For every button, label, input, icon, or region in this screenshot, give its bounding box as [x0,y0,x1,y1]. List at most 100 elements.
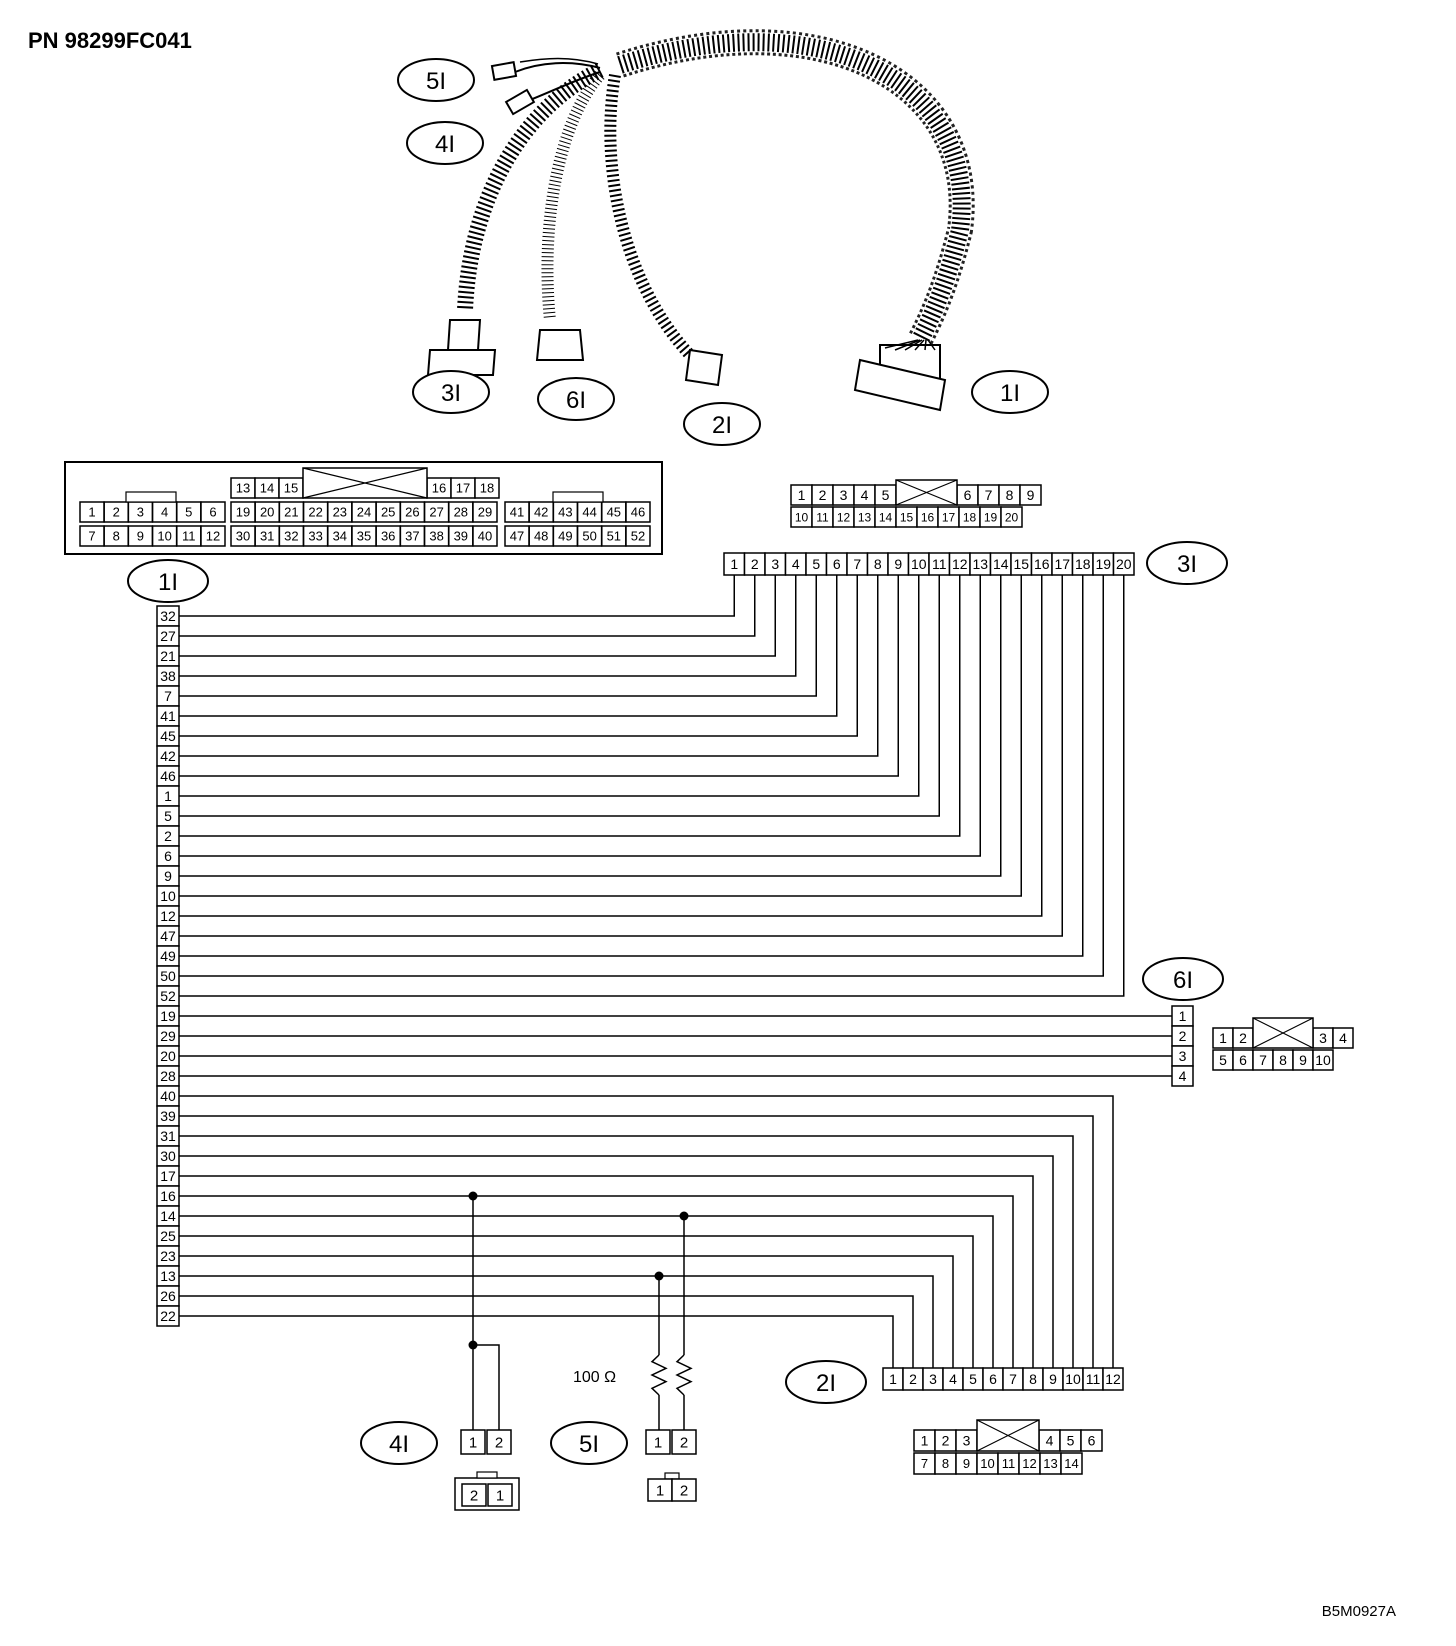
pin-1I-col-22: 22 [156,1305,180,1327]
pin-3I-face-20: 20 [1000,506,1023,528]
pin-1I-36: 36 [375,525,401,547]
pin-3I-4: 4 [784,552,807,576]
pin-1I-10: 10 [151,525,178,547]
svg-text:4: 4 [949,1371,957,1387]
pin-3I-face-10: 10 [790,506,813,528]
pin-1I-col-2: 2 [156,825,180,847]
pin-1I-5: 5 [176,501,202,523]
pin-3I-18: 18 [1071,552,1094,576]
wire-1I-42-3I-8 [179,575,879,757]
pin-3I-17: 17 [1051,552,1074,576]
svg-text:31: 31 [260,529,274,544]
pin-1I-col-31: 31 [156,1125,180,1147]
svg-text:6: 6 [164,848,172,864]
pin-1I-col-30: 30 [156,1145,180,1167]
pin-2I-face-9: 9 [955,1452,978,1475]
pin-1I-16: 16 [426,477,452,499]
svg-text:36: 36 [381,529,395,544]
svg-text:5I: 5I [426,68,446,95]
svg-text:3: 3 [840,487,848,503]
label-6I: 6I [1142,957,1224,1001]
pin-2I-10: 10 [1062,1367,1084,1391]
pin-1I-col-25: 25 [156,1225,180,1247]
svg-text:19: 19 [984,510,998,524]
pin-3I-face-19: 19 [979,506,1002,528]
resistor-value: 100 Ω [573,1369,616,1386]
svg-text:6: 6 [964,487,972,503]
pin-2I-6: 6 [982,1367,1004,1391]
wire-1I-14-2I-6 [179,1215,994,1368]
svg-text:47: 47 [160,928,176,944]
svg-text:3: 3 [929,1371,937,1387]
svg-text:17: 17 [160,1168,176,1184]
pin-1I-col-16: 16 [156,1185,180,1207]
svg-text:6I: 6I [1173,967,1193,994]
pin-1I-col-39: 39 [156,1105,180,1127]
pin-3I-14: 14 [989,552,1012,576]
pin-1I-3: 3 [127,501,154,523]
pin-1I-col-12: 12 [156,905,180,927]
svg-text:1: 1 [164,788,172,804]
callout-2I-photo: 2I [683,402,761,446]
svg-text:7: 7 [164,688,172,704]
svg-text:41: 41 [160,708,176,724]
svg-text:3: 3 [1179,1048,1187,1064]
svg-text:2: 2 [909,1371,917,1387]
pin-1I-26: 26 [399,501,426,523]
svg-text:17: 17 [942,510,956,524]
wire-1I-46-3I-9 [179,575,899,777]
pin-6I-face-1: 1 [1212,1027,1234,1049]
svg-text:11: 11 [1086,1371,1101,1387]
svg-text:12: 12 [1105,1371,1121,1387]
key-1I-top [302,467,428,499]
pin-1I-col-28: 28 [156,1065,180,1087]
pin-1I-col-46: 46 [156,765,180,787]
svg-text:50: 50 [160,968,176,984]
svg-text:42: 42 [534,505,548,520]
pin-1I-4: 4 [151,501,178,523]
pin-1I-51: 51 [601,525,627,547]
svg-text:1: 1 [654,1434,662,1451]
svg-text:22: 22 [308,505,322,520]
wire-1I-23-2I-4 [179,1255,954,1368]
svg-text:40: 40 [160,1088,176,1104]
pin-1I-col-5: 5 [156,805,180,827]
pin-3I-3: 3 [764,552,787,576]
svg-text:8: 8 [113,529,120,544]
pin-1I-9: 9 [127,525,154,547]
pin-1I-col-45: 45 [156,725,180,747]
pin-1I-32: 32 [278,525,305,547]
wire-1I-22-2I-1 [179,1315,894,1368]
svg-text:30: 30 [236,529,250,544]
pin-3I-face-7: 7 [977,484,1000,506]
key-2I [976,1419,1040,1452]
svg-text:9: 9 [1027,487,1035,503]
svg-text:32: 32 [160,608,176,624]
pin-1I-49: 49 [552,525,579,547]
svg-text:14: 14 [1064,1456,1078,1471]
wire-1I-16-4I-2 [473,1344,500,1430]
connector-1I-pin-column: 3227213874145424615269101247495052192920… [156,605,180,1327]
pin-1I-col-10: 10 [156,885,180,907]
wire-1I-17-2I-8 [179,1175,1034,1368]
svg-text:21: 21 [284,505,298,520]
pin-1I-col-50: 50 [156,965,180,987]
svg-text:28: 28 [160,1068,176,1084]
svg-text:14: 14 [879,510,893,524]
svg-text:14: 14 [993,556,1009,572]
svg-text:4: 4 [1179,1068,1187,1084]
harness-illustration [426,29,975,412]
pin-1I-40: 40 [472,525,498,547]
svg-text:8: 8 [1279,1052,1287,1068]
pin-2I-7: 7 [1002,1367,1024,1391]
wire-1I-12-3I-16 [179,575,1043,917]
svg-text:20: 20 [260,505,274,520]
pin-1I-37: 37 [399,525,426,547]
pin-1I-col-47: 47 [156,925,180,947]
wire-1I-45-3I-7 [179,575,858,737]
pin-1I-6: 6 [200,501,226,523]
pin-2I-12: 12 [1102,1367,1124,1391]
